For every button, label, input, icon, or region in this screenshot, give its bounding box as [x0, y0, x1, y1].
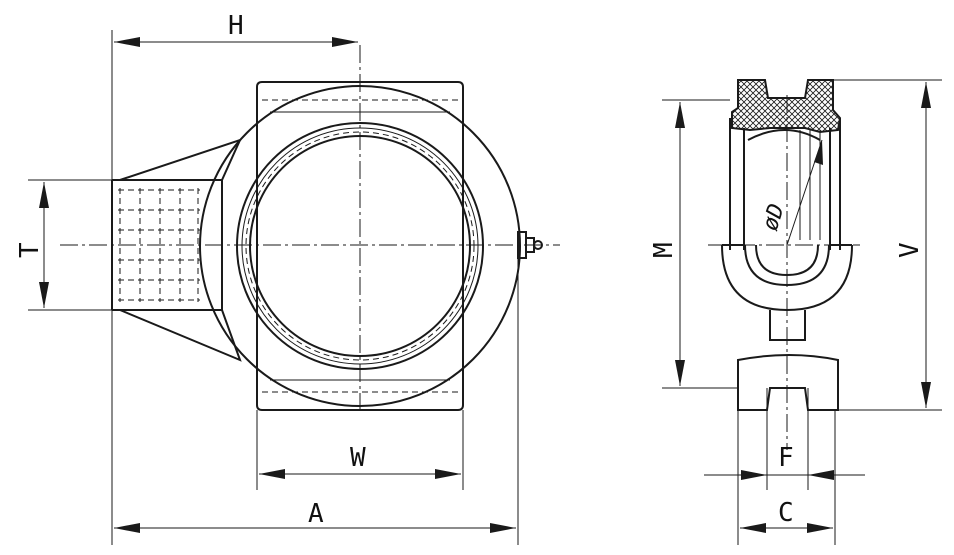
label-V: V — [895, 242, 925, 258]
label-M: M — [649, 242, 679, 258]
dim-F: F — [704, 388, 865, 490]
top-seal-hatch — [731, 79, 842, 134]
label-F: F — [778, 443, 794, 473]
housing-body — [256, 81, 464, 411]
label-W: W — [350, 443, 366, 473]
front-view: H T W A — [15, 11, 560, 545]
bottom-foot — [737, 354, 839, 411]
side-view: øD M V F — [649, 79, 942, 545]
threaded-boss — [111, 138, 242, 362]
dim-W: W — [256, 410, 464, 490]
label-D: øD — [758, 201, 790, 234]
dim-V: V — [833, 79, 942, 411]
label-A: A — [308, 499, 324, 529]
dim-T: T — [15, 179, 112, 311]
dim-H: H — [111, 11, 358, 180]
dim-C: C — [737, 410, 836, 545]
label-C: C — [778, 498, 794, 528]
dim-A: A — [111, 258, 519, 545]
label-T: T — [15, 242, 45, 258]
label-H: H — [228, 11, 244, 41]
dim-M: M — [649, 99, 738, 389]
